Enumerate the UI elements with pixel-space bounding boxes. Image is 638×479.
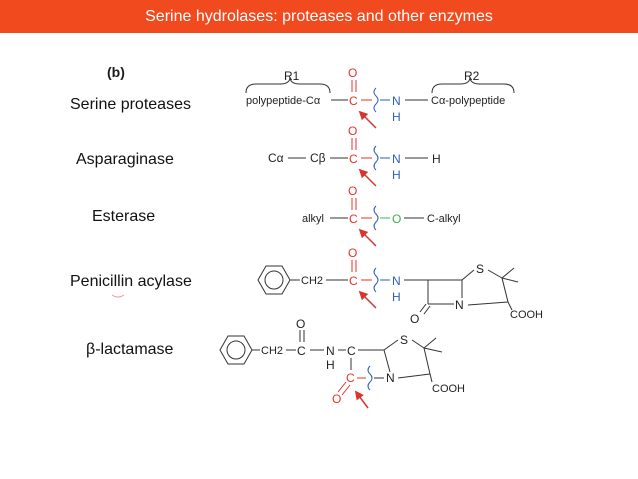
attack-arrow (358, 110, 377, 129)
label-serine-proteases: Serine proteases (70, 96, 191, 113)
scissile-bond (373, 87, 379, 113)
carboxyl: COOH (510, 309, 543, 321)
structure-beta-lactam: CH2 C O N H C C O N S COOH (219, 317, 465, 409)
carbonyl-oxygen: O (348, 184, 357, 198)
structure-esterase: alkyl C O O C-alkyl (302, 184, 461, 247)
attack-arrow (358, 290, 377, 309)
attack-arrow (354, 390, 369, 409)
amide-carbon: C (297, 344, 306, 358)
carbonyl-carbon: C (349, 212, 358, 226)
c-alpha: Cα (268, 151, 284, 165)
carbonyl-carbon: C (349, 94, 358, 108)
attack-arrow (358, 168, 377, 187)
amide-nitrogen: N (326, 344, 335, 358)
r2-label: R2 (464, 69, 480, 83)
slide-title: Serine hydrolases: proteases and other e… (145, 8, 493, 25)
benzene-ring (257, 265, 291, 295)
amide-nitrogen: N (392, 274, 401, 288)
amide-nitrogen: N (392, 94, 401, 108)
structure-asparaginase: Cα Cβ C O N H H (268, 124, 441, 187)
attack-arrow (358, 228, 377, 247)
lactam-oxygen: O (410, 312, 419, 326)
lactam-nitrogen: N (455, 298, 464, 312)
label-asparaginase: Asparaginase (76, 151, 174, 168)
lactam-oxygen: O (332, 392, 341, 406)
scissile-bond (367, 365, 373, 391)
scissile-bond (373, 145, 379, 171)
amide-oxygen: O (296, 317, 305, 331)
carbonyl-carbon: C (349, 274, 358, 288)
carbonyl-oxygen: O (348, 246, 357, 260)
r1-brace (245, 76, 331, 94)
carbonyl-oxygen: O (348, 66, 357, 80)
polypeptide-left: polypeptide-Cα (246, 95, 321, 107)
label-beta-lactamase: β-lactamase (86, 341, 174, 358)
label-esterase: Esterase (92, 208, 156, 225)
scissile-bond (373, 267, 379, 293)
methylene: CH2 (301, 275, 323, 287)
scissile-bond (373, 205, 379, 231)
ring-carbon: C (347, 344, 356, 358)
amide-hydrogen: H (326, 358, 335, 372)
amide-hydrogen: H (392, 110, 401, 124)
terminal-hydrogen: H (432, 152, 441, 166)
alkyl-right: C-alkyl (427, 213, 461, 225)
lactam-carbon: C (346, 371, 355, 385)
r1-label: R1 (284, 69, 300, 83)
panel-label: (b) (107, 64, 125, 80)
r2-brace (431, 76, 515, 94)
methylene: CH2 (261, 345, 283, 357)
sulfur: S (476, 262, 484, 276)
amide-hydrogen: H (392, 290, 401, 304)
carbonyl-carbon: C (349, 152, 358, 166)
polypeptide-right: Cα-polypeptide (431, 95, 505, 107)
benzene-ring (219, 335, 253, 365)
structure-penicillin: CH2 C O N H O N S COOH (111, 246, 543, 326)
ester-oxygen: O (392, 212, 401, 226)
structure-serine-protease: R1 R2 polypeptide-Cα C O N H Cα-polypept… (245, 66, 515, 129)
amide-hydrogen: H (392, 168, 401, 182)
label-penicillin-acylase: Penicillin acylase (70, 273, 192, 290)
title-bar (0, 0, 638, 33)
carboxyl: COOH (432, 383, 465, 395)
amide-nitrogen: N (392, 152, 401, 166)
lactam-nitrogen: N (386, 371, 395, 385)
sulfur: S (400, 333, 408, 347)
carbonyl-oxygen: O (348, 124, 357, 138)
c-beta: Cβ (310, 151, 326, 165)
faint-mark (111, 294, 125, 298)
alkyl-left: alkyl (302, 213, 324, 225)
